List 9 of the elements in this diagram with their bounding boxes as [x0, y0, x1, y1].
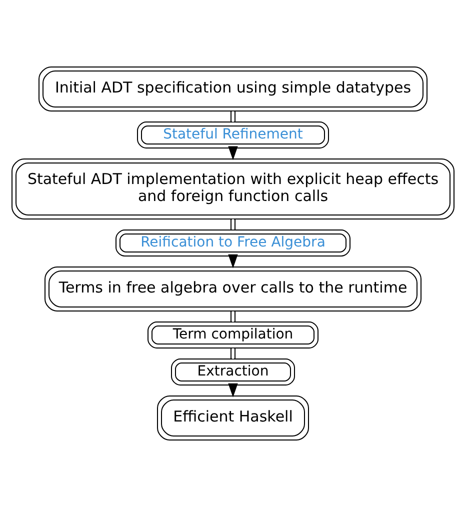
node-box: Terms in free algebra over calls to the runtime [44, 266, 422, 312]
node-box: Efficient Haskell [157, 396, 309, 440]
connector [230, 218, 236, 230]
connector [230, 310, 236, 322]
connector [230, 348, 236, 360]
node-box: Term compilation [148, 322, 318, 348]
node-box: Stateful ADT implementation with explicit heap effects and foreign function calls [12, 158, 454, 220]
connector [230, 110, 236, 122]
node-box: Initial ADT specification using simple datatypes [38, 66, 428, 112]
